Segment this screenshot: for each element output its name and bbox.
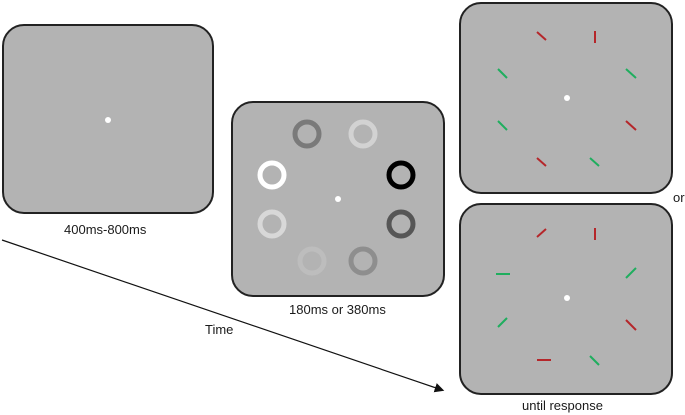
- probe-bar: [536, 228, 547, 238]
- or-label: or: [673, 190, 685, 205]
- fixation-dot: [105, 117, 111, 123]
- memory-ring: [348, 246, 378, 276]
- time-arrow: [1, 239, 445, 393]
- probe-bar: [536, 31, 547, 41]
- probe-bar: [497, 317, 508, 328]
- probe-bar: [589, 355, 600, 366]
- memory-ring: [348, 119, 378, 149]
- memory-ring: [257, 160, 287, 190]
- probe-bar: [625, 267, 637, 279]
- memory-ring: [386, 160, 416, 190]
- memory-rings: [257, 119, 416, 276]
- memory-duration-label: 180ms or 380ms: [289, 302, 386, 317]
- fixation-duration-label: 400ms-800ms: [64, 222, 147, 237]
- probe-bar: [625, 68, 637, 79]
- fixation-dot: [564, 295, 570, 301]
- fixation-dot: [335, 196, 341, 202]
- memory-ring: [386, 209, 416, 239]
- probe-bar: [589, 157, 600, 167]
- probe-bar: [625, 120, 637, 131]
- probe-bars-bottom: [496, 228, 637, 366]
- fixation-dot: [564, 95, 570, 101]
- memory-ring: [257, 209, 287, 239]
- time-axis-label: Time: [205, 322, 234, 337]
- probe-bar: [497, 68, 508, 79]
- probe-bar: [536, 157, 547, 167]
- memory-ring: [292, 119, 322, 149]
- probe-duration-label: until response: [522, 398, 603, 413]
- probe-bar: [497, 120, 508, 131]
- probe-bar: [625, 319, 637, 331]
- probe-bars-top: [497, 31, 637, 167]
- memory-ring: [297, 246, 327, 276]
